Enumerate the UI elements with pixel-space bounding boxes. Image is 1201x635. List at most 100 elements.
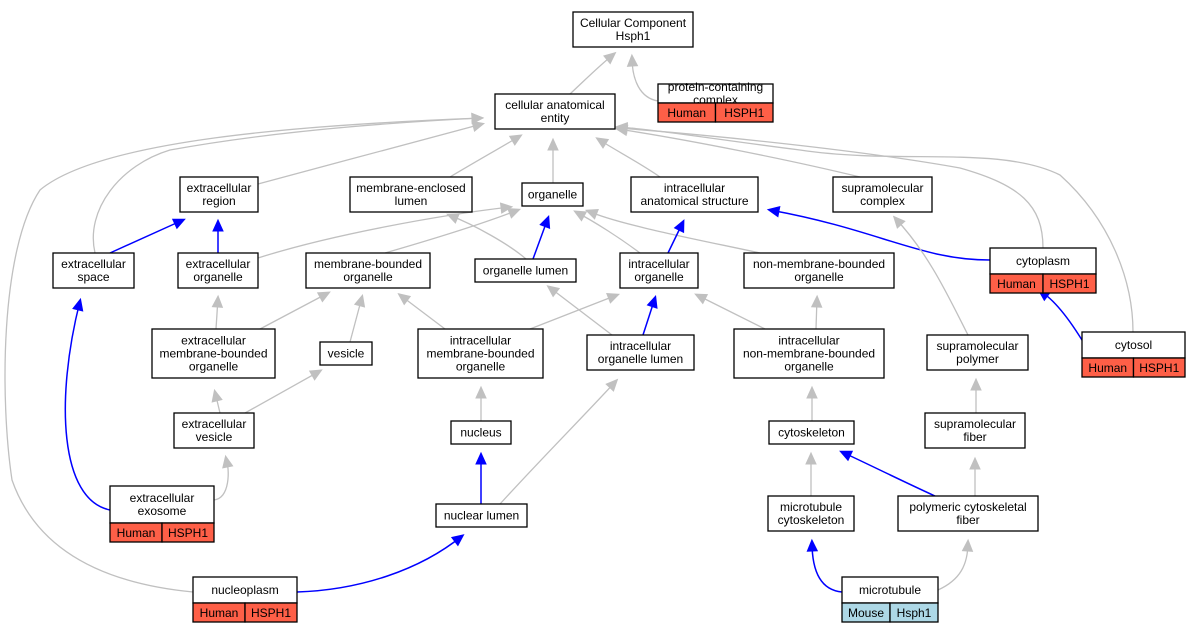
node-mt-gene-cell xyxy=(889,602,939,623)
node-es-box xyxy=(52,252,135,289)
node-sc-label-1: supramolecular xyxy=(841,181,923,195)
edge-sc-to-cae xyxy=(614,124,861,178)
node-exo-box xyxy=(109,485,215,524)
node-ias-box xyxy=(630,176,759,213)
node-cc-box xyxy=(572,11,694,48)
node-cytosol-label-1: cytosol xyxy=(1115,338,1152,352)
node-sp-box xyxy=(926,334,1029,371)
node-cyto-gene-cell xyxy=(1042,273,1097,294)
node-nl[interactable]: nuclear lumen xyxy=(435,503,528,528)
node-ol-box xyxy=(474,258,577,283)
edge-arrowhead xyxy=(961,538,974,552)
edge-arrowhead xyxy=(766,206,781,218)
edge-arrowhead xyxy=(446,213,460,224)
node-exo-gene: HSPH1 xyxy=(168,526,208,540)
node-ol-label-1: organelle lumen xyxy=(483,264,568,278)
node-er-label-2: region xyxy=(202,194,235,208)
node-cae-box xyxy=(494,93,616,130)
node-nmbo-box xyxy=(743,252,895,289)
edge-line xyxy=(296,535,463,593)
node-inmbo[interactable]: intracellularnon-membrane-boundedorganel… xyxy=(733,328,885,379)
edge-arrowhead xyxy=(211,294,224,308)
edge-eo-to-org xyxy=(257,202,514,259)
node-io-label-1: intracellular xyxy=(628,257,689,271)
edge-cyto-to-ias xyxy=(766,206,991,261)
edge-embo-to-eo xyxy=(211,294,224,330)
edge-arrowhead xyxy=(353,293,366,308)
node-ol[interactable]: organelle lumen xyxy=(474,258,577,283)
edge-arrowhead xyxy=(471,120,486,132)
edge-sf-to-sp xyxy=(970,377,982,413)
edge-layer xyxy=(4,51,1134,593)
node-sf-label-2: fiber xyxy=(963,430,986,444)
edge-arrowhead xyxy=(605,378,619,392)
edge-arrowhead xyxy=(475,385,487,399)
edge-eo-to-er xyxy=(212,218,224,253)
edge-line xyxy=(696,294,766,330)
node-ves[interactable]: vesicle xyxy=(319,341,373,366)
edge-arrowhead xyxy=(499,202,514,214)
node-csk-label-1: cytoskeleton xyxy=(778,426,845,440)
node-ves-label-1: vesicle xyxy=(328,347,365,361)
edge-ves-to-mbo xyxy=(349,293,366,343)
node-imbo-label-2: membrane-bounded xyxy=(426,347,534,361)
node-exo-gene-cell xyxy=(161,522,215,543)
node-csk[interactable]: cytoskeleton xyxy=(768,420,855,445)
edge-ev-to-embo xyxy=(211,388,223,414)
edge-arrowhead xyxy=(471,112,485,125)
edge-arrowhead xyxy=(584,209,599,220)
node-nuc[interactable]: nucleus xyxy=(450,420,512,445)
node-ias-label-1: intracellular xyxy=(664,181,725,195)
edge-line xyxy=(257,206,511,259)
node-cyto-species: Human xyxy=(997,277,1036,291)
edge-line xyxy=(109,219,184,254)
node-np-box xyxy=(192,576,298,604)
node-mel-label-2: lumen xyxy=(395,194,428,208)
node-iol-box xyxy=(586,334,695,371)
node-nmbo-label-2: organelle xyxy=(794,270,844,284)
edge-arrowhead xyxy=(308,369,323,381)
node-cyto-label-1: cytoplasm xyxy=(1016,254,1070,268)
node-inmbo-label-3: organelle xyxy=(784,360,834,374)
edge-pcf-to-sf xyxy=(969,456,981,496)
edge-arrowhead xyxy=(222,454,234,469)
edge-org-to-cae xyxy=(547,137,559,183)
edge-ol-to-mel xyxy=(446,213,527,260)
edge-pcc-to-cc xyxy=(626,53,659,102)
node-np-species: Human xyxy=(200,606,239,620)
edge-arrowhead xyxy=(546,285,561,298)
node-inmbo-label-1: intracellular xyxy=(778,334,839,348)
edge-nuc-to-imbo xyxy=(475,385,487,421)
node-pcc-gene: HSPH1 xyxy=(724,106,764,120)
node-nl-label-1: nuclear lumen xyxy=(444,509,519,523)
node-org[interactable]: organelle xyxy=(521,182,584,207)
node-pcc-species: Human xyxy=(667,106,706,120)
edge-inmbo-to-nmbo xyxy=(810,294,823,330)
edge-np-to-cae xyxy=(4,112,485,593)
